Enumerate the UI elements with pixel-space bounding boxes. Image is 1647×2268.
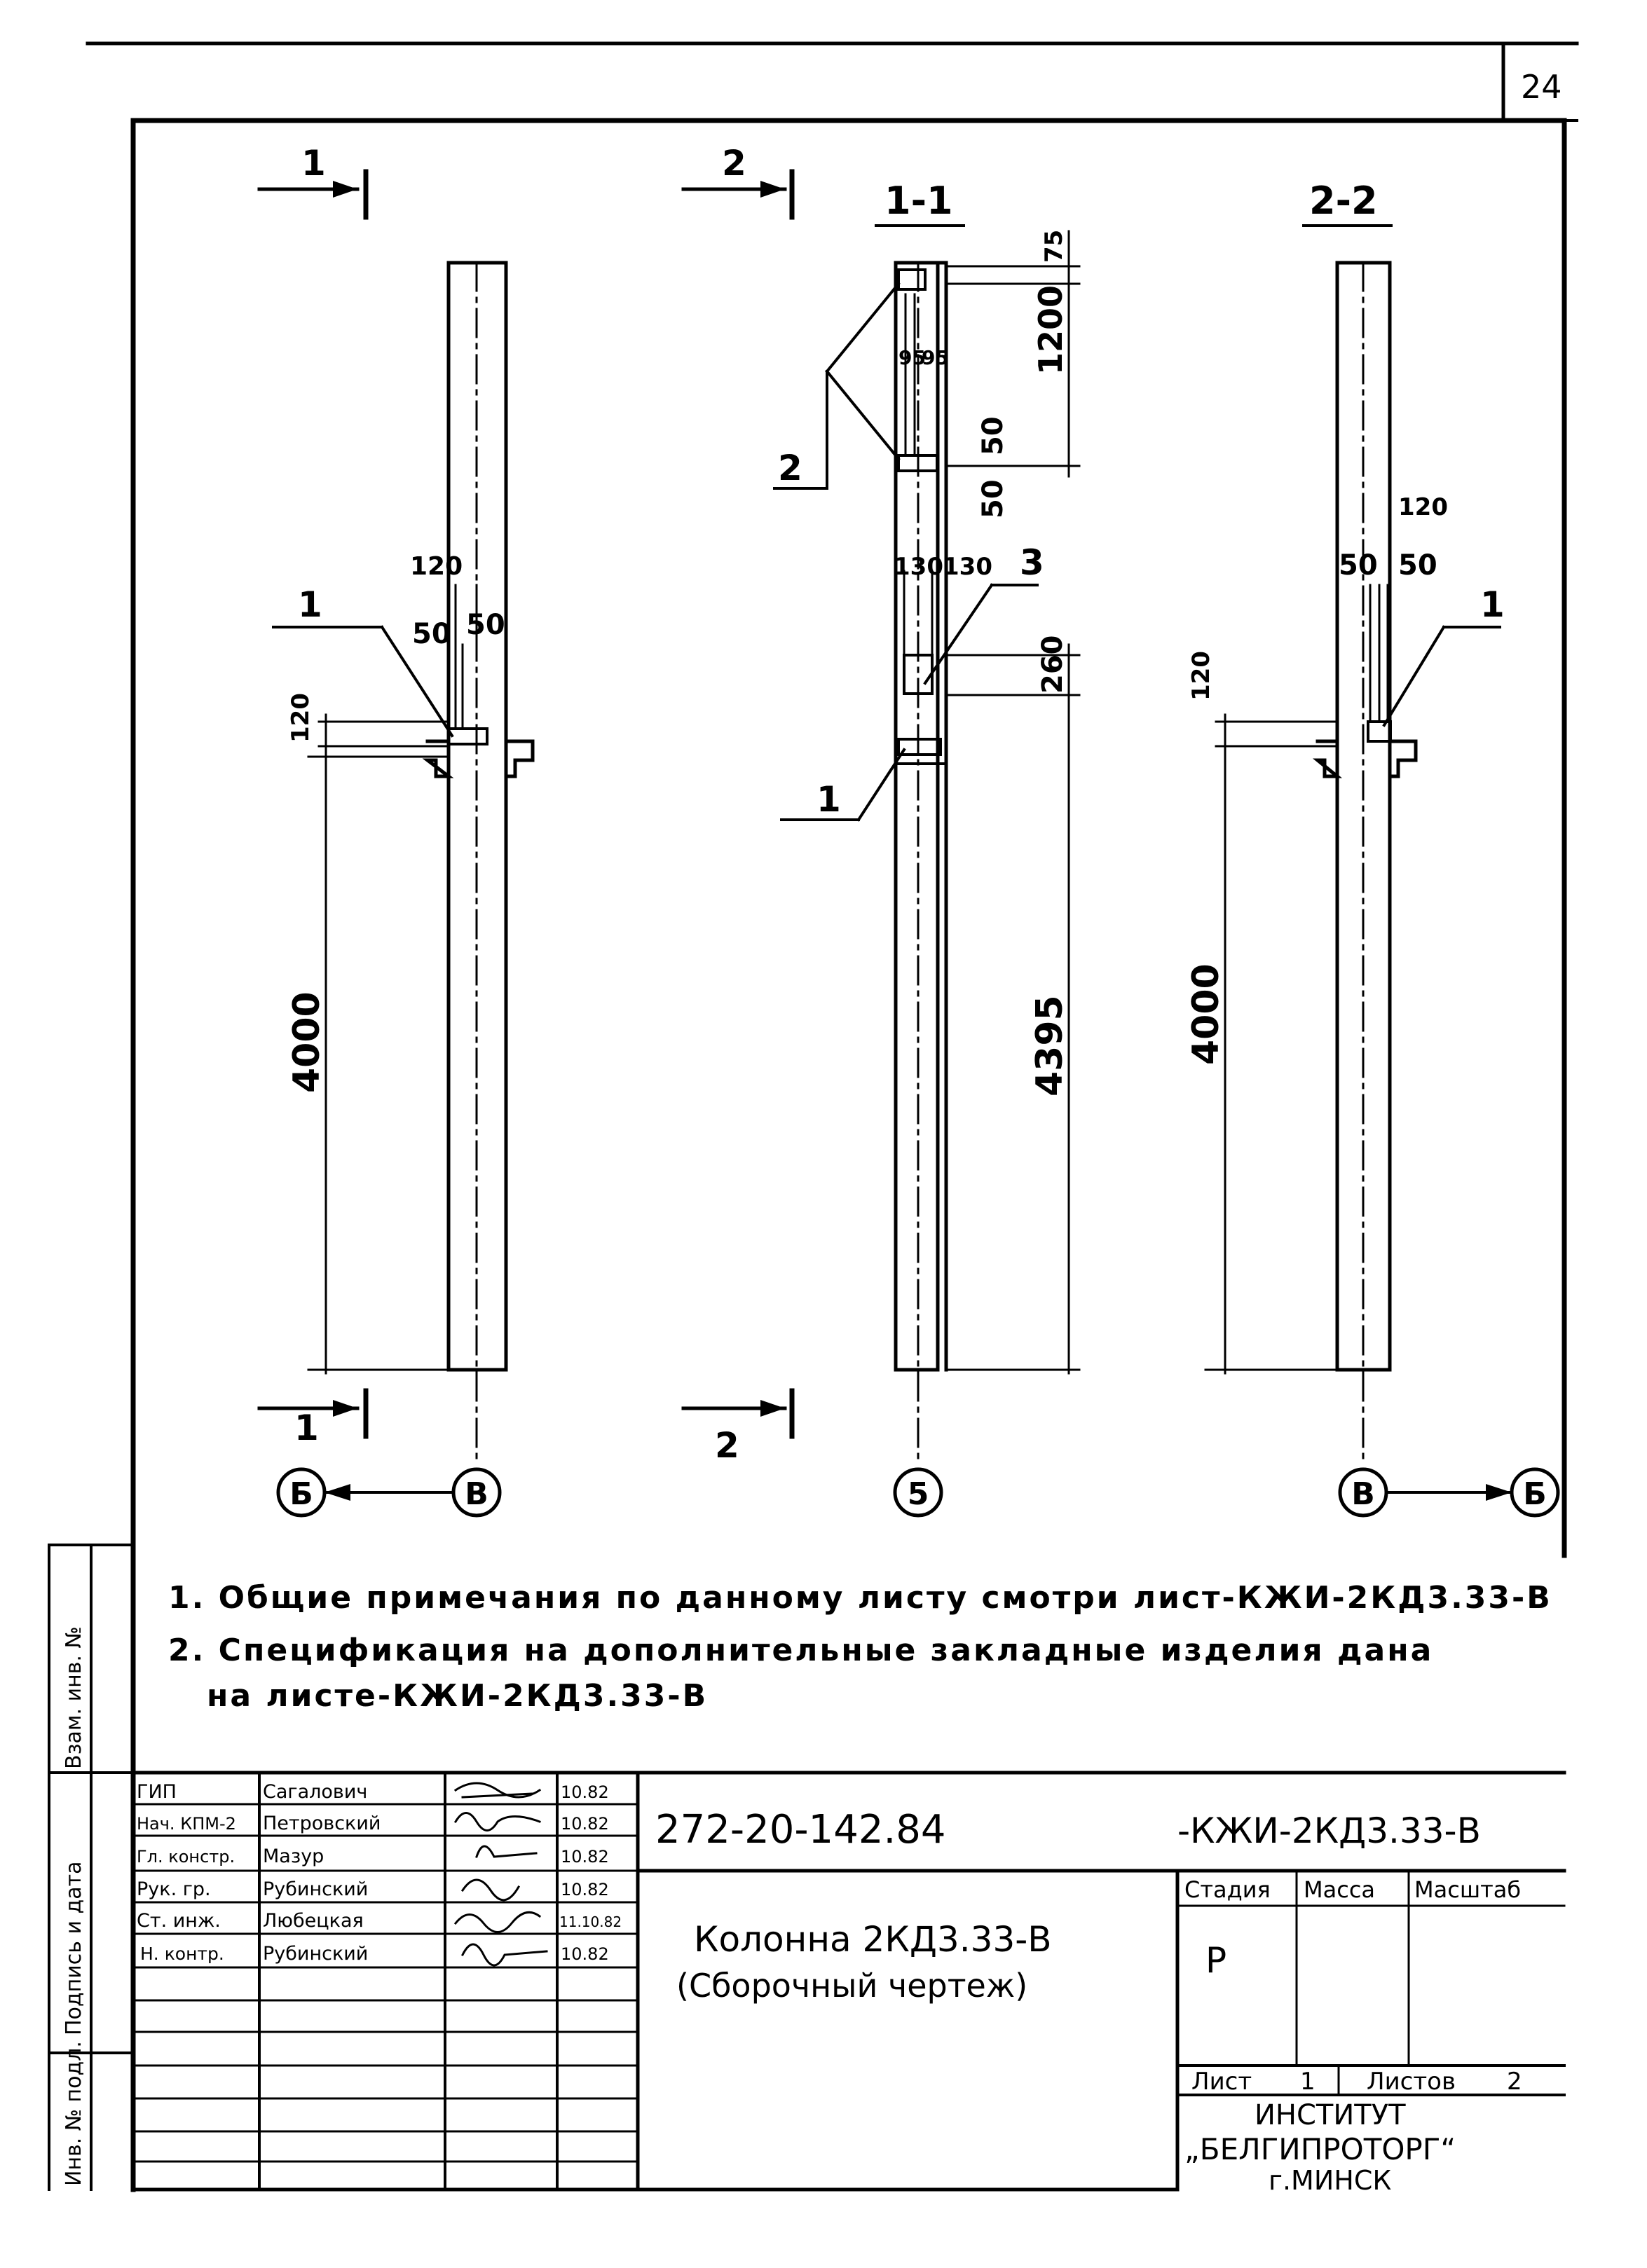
signatories-table: ГИП Сагалович 10.82 Нач. КПМ-2 Петровски… (137, 1781, 622, 1965)
callout-left-1: 1 (298, 584, 322, 625)
dim-50-right-a: 50 (1339, 549, 1378, 582)
dim-120-left-top: 120 (410, 552, 463, 581)
dim-50-right-b: 50 (1398, 549, 1437, 582)
sig-name: Рубинский (263, 1943, 368, 1965)
dim-75: 75 (1040, 230, 1068, 263)
stamp-orig-inv: Инв. № подл. (62, 2041, 86, 2186)
org-line-2: „БЕЛГИПРОТОРГ“ (1184, 2132, 1456, 2166)
dim-95b: 95 (922, 346, 949, 369)
section-2-2-title: 2-2 (1309, 179, 1378, 223)
sig-name: Мазур (263, 1846, 324, 1867)
sig-name: Рубинский (263, 1878, 368, 1900)
dim-120-left: 120 (287, 693, 315, 743)
sig-role: Рук. гр. (137, 1878, 211, 1900)
note-2: 2. Спецификация на дополнительные заклад… (168, 1633, 1434, 1668)
sig-name: Сагалович (263, 1781, 367, 1803)
dim-4395: 4395 (1029, 995, 1071, 1097)
dim-50-left-b: 50 (466, 609, 505, 641)
stage-header: Стадия (1184, 1876, 1271, 1903)
dim-95: 95 (898, 346, 926, 369)
axis-middle: 5 (908, 1476, 929, 1512)
axis-right-a: В (1351, 1476, 1375, 1512)
sig-role: Гл. констр. (137, 1847, 235, 1867)
sig-date: 10.82 (561, 1782, 609, 1802)
dim-130-b: 130 (943, 553, 992, 581)
doc-mark: -КЖИ-2КД3.33-В (1177, 1810, 1481, 1851)
sig-role: Н. контр. (140, 1944, 224, 1964)
dim-120-right-top: 120 (1398, 493, 1448, 521)
dim-120-right: 120 (1187, 651, 1215, 701)
scale-header: Масштаб (1414, 1876, 1521, 1903)
dim-1200: 1200 (1032, 285, 1069, 375)
drawing-title-1: Колонна 2КД3.33-В (694, 1919, 1052, 1960)
dim-260: 260 (1037, 635, 1069, 694)
doc-code: 272-20-142.84 (655, 1807, 946, 1853)
sheets-value: 2 (1507, 2068, 1522, 2096)
note-2-cont: на листе-КЖИ-2КД3.33-В (207, 1678, 709, 1714)
dim-4000-left: 4000 (286, 991, 328, 1093)
sig-date: 10.82 (561, 1880, 609, 1899)
dim-130-a: 130 (894, 553, 943, 581)
section-1-1-title: 1-1 (884, 179, 953, 223)
org-line-3: г.МИНСК (1269, 2165, 1391, 2196)
sig-role: ГИП (137, 1781, 177, 1803)
axis-left-a: Б (289, 1476, 313, 1512)
sig-date: 10.82 (561, 1944, 609, 1964)
sheets-label: Листов (1367, 2068, 1456, 2096)
callout-right-1: 1 (1480, 584, 1505, 625)
sig-role: Нач. КПМ-2 (137, 1814, 236, 1834)
sheet-label: Лист (1191, 2068, 1252, 2096)
dim-50-mid-a: 50 (977, 416, 1009, 455)
note-1: 1. Общие примечания по данному листу смо… (168, 1580, 1552, 1616)
sig-date: 10.82 (561, 1847, 609, 1867)
sheet-value: 1 (1300, 2068, 1315, 2096)
sig-name: Любецкая (263, 1910, 364, 1932)
callout-mid-1: 1 (816, 779, 841, 820)
sheet-number: 24 (1521, 68, 1562, 106)
dim-4000-right: 4000 (1185, 963, 1227, 1065)
drawing-title-2: (Сборочный чертеж) (676, 1967, 1027, 2005)
stage-value: Р (1205, 1940, 1226, 1981)
axis-left-b: В (465, 1476, 488, 1512)
dim-50-left-a: 50 (412, 618, 451, 650)
mass-header: Масса (1304, 1876, 1375, 1903)
org-line-1: ИНСТИТУТ (1255, 2099, 1406, 2131)
sig-name: Петровский (263, 1813, 381, 1834)
dim-50-mid-b: 50 (977, 479, 1009, 518)
sig-date: 11.10.82 (559, 1913, 622, 1930)
cut-label-1-bottom: 1 (294, 1408, 319, 1448)
callout-mid-3: 3 (1020, 542, 1044, 583)
cut-label-2-top: 2 (722, 143, 746, 184)
cut-label-1-top: 1 (301, 143, 326, 184)
stamp-replace-inv: Взам. инв. № (62, 1626, 86, 1769)
axis-right-b: Б (1523, 1476, 1547, 1512)
stamp-sign-date: Подпись и дата (62, 1862, 86, 2036)
sig-date: 10.82 (561, 1814, 609, 1834)
cut-label-2-bottom: 2 (715, 1425, 739, 1466)
sig-role: Ст. инж. (137, 1910, 221, 1932)
callout-mid-2: 2 (778, 448, 802, 488)
